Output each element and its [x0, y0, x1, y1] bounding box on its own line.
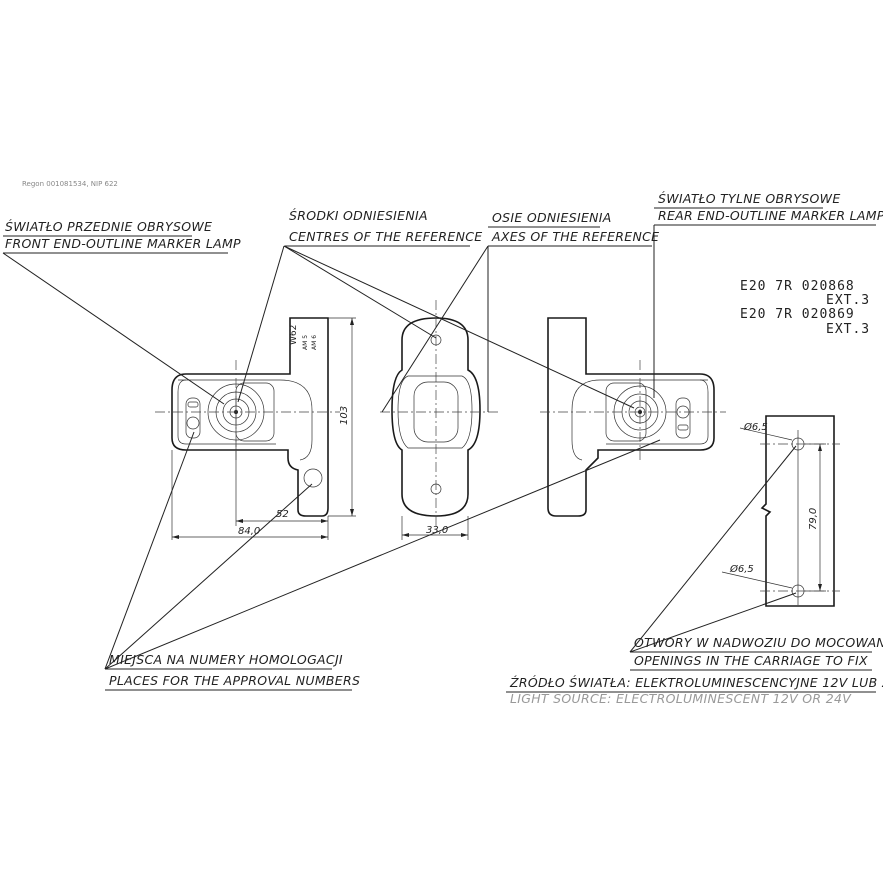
- label-centres: ŚRODKI ODNIESIENIA CENTRES OF THE REFERE…: [285, 208, 482, 247]
- label-axes-pl: OSIE ODNIESIENIA: [492, 210, 612, 225]
- approval-ext-1: EXT.3: [826, 293, 870, 308]
- label-centres-en: CENTRES OF THE REFERENCE: [289, 229, 482, 244]
- dim-offset: 52: [276, 509, 289, 520]
- dim-hole-spacing: 79,0: [808, 508, 819, 530]
- label-source-en: LIGHT SOURCE: ELECTROLUMINESCENT 12V OR …: [510, 691, 852, 706]
- approval-code-1: E20 7R 020868: [740, 279, 855, 294]
- label-holes: OTWORY W NADWOZIU DO MOCOWANIA OPENINGS …: [630, 635, 883, 671]
- label-approval-en: PLACES FOR THE APPROVAL NUMBERS: [109, 673, 360, 688]
- front-lamp-view: W62 AM 5 AM 6 103 52 84,0: [171, 317, 356, 540]
- label-centres-pl: ŚRODKI ODNIESIENIA: [289, 208, 428, 223]
- label-light-source: ŹRÓDŁO ŚWIATŁA: ELEKTROLUMINESCENCYJNE 1…: [506, 675, 883, 706]
- label-approval-pl: MIEJSCA NA NUMERY HOMOLOGACJI: [109, 652, 343, 667]
- label-axes: OSIE ODNIESIENIA AXES OF THE REFERENCE: [488, 210, 659, 247]
- label-axes-en: AXES OF THE REFERENCE: [491, 229, 659, 244]
- marking-plate-1: AM 5: [302, 335, 309, 350]
- label-rear-en: REAR END-OUTLINE MARKER LAMP: [658, 208, 883, 223]
- dim-depth: 33,0: [426, 525, 448, 536]
- dim-width: 84,0: [238, 526, 260, 537]
- dim-height: 103: [339, 406, 350, 425]
- dim-hole-dia-1: Ø6,5: [743, 421, 768, 433]
- mounting-plate: 79,0 Ø6,5 Ø6,5: [721, 415, 835, 607]
- label-front-lamp: ŚWIATŁO PRZEDNIE OBRYSOWE FRONT END-OUTL…: [3, 219, 241, 254]
- dim-hole-dia-2: Ø6,5: [729, 563, 754, 575]
- side-lamp-view: 33,0: [391, 317, 481, 540]
- label-source-pl: ŹRÓDŁO ŚWIATŁA: ELEKTROLUMINESCENCYJNE 1…: [509, 675, 883, 690]
- marking-plate-2: AM 6: [311, 335, 318, 350]
- approval-ext-2: EXT.3: [826, 322, 870, 337]
- label-rear-lamp: ŚWIATŁO TYLNE OBRYSOWE REAR END-OUTLINE …: [654, 191, 883, 226]
- leader-lines: [2, 225, 797, 670]
- header-fragment: Regon 001081534, NIP 622: [22, 180, 118, 188]
- label-holes-pl: OTWORY W NADWOZIU DO MOCOWANIA: [634, 635, 883, 650]
- rear-lamp-view: [547, 317, 715, 517]
- reference-axes: [155, 300, 840, 592]
- label-front-en: FRONT END-OUTLINE MARKER LAMP: [5, 236, 241, 251]
- label-holes-en: OPENINGS IN THE CARRIAGE TO FIX: [634, 653, 868, 668]
- approval-codes: E20 7R 020868 EXT.3 E20 7R 020869 EXT.3: [740, 279, 870, 337]
- label-approval-places: MIEJSCA NA NUMERY HOMOLOGACJI PLACES FOR…: [105, 652, 360, 691]
- approval-code-2: E20 7R 020869: [740, 307, 855, 322]
- label-front-pl: ŚWIATŁO PRZEDNIE OBRYSOWE: [5, 219, 212, 234]
- marking-model: W62: [289, 325, 299, 345]
- label-rear-pl: ŚWIATŁO TYLNE OBRYSOWE: [658, 191, 841, 206]
